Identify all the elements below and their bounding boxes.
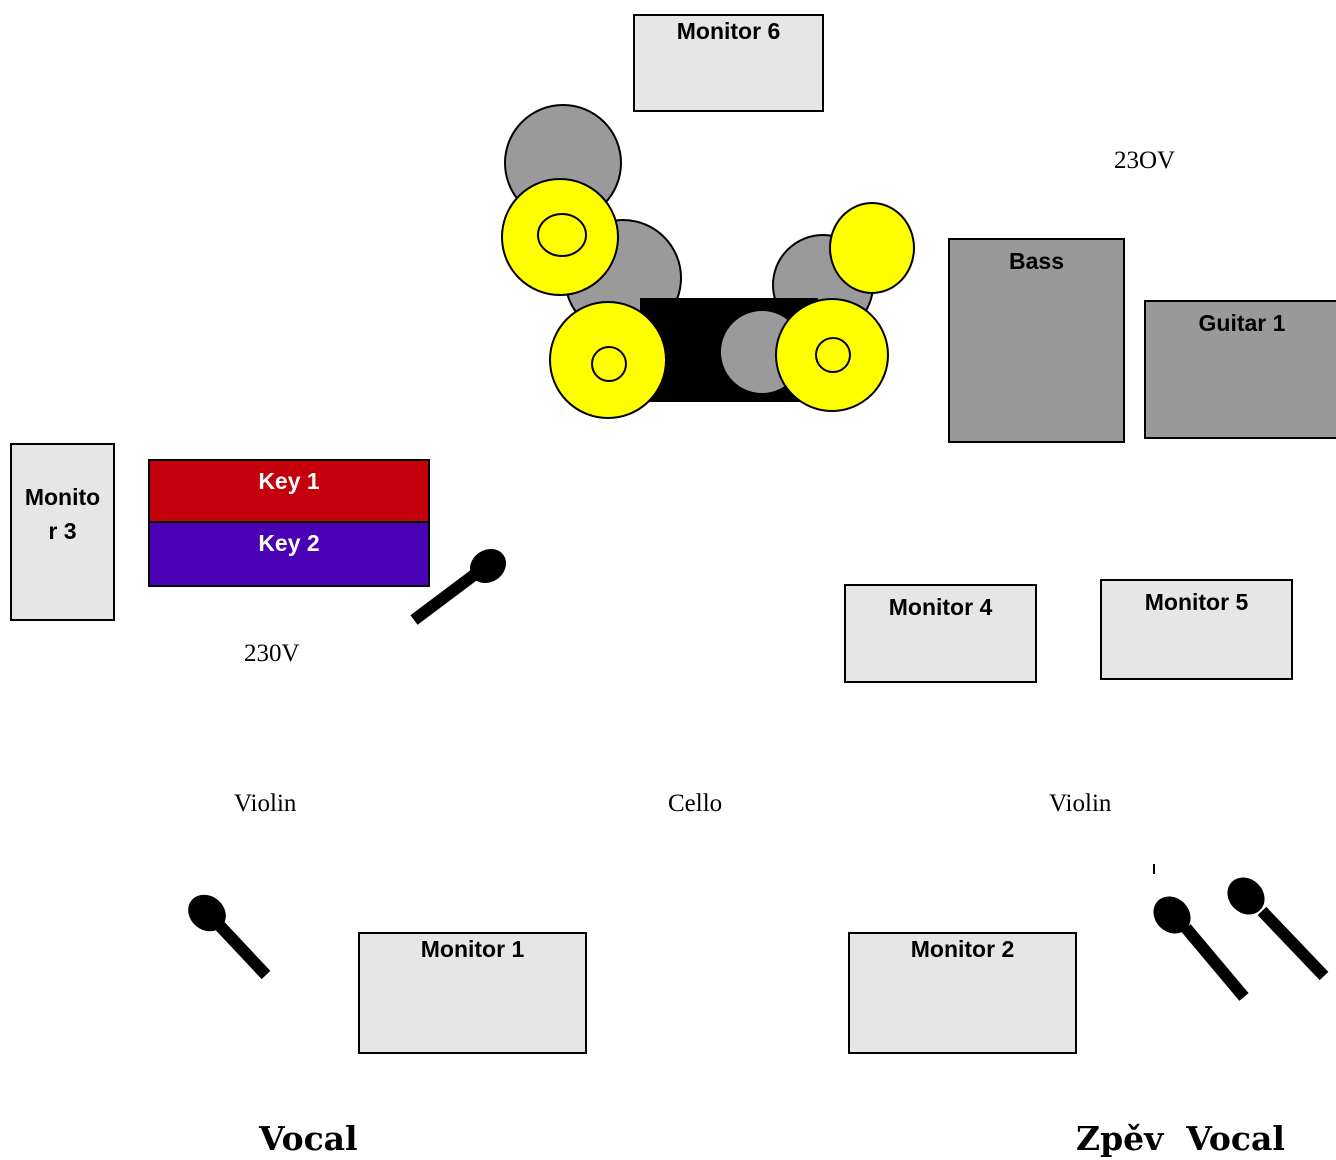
cymbal-icon (829, 202, 915, 294)
monitor-4-label: Monitor 4 (888, 594, 993, 620)
monitor-6: Monitor 6 (633, 14, 824, 112)
drum-kit-icon (501, 104, 915, 419)
monitor-3: Monito r 3 (10, 443, 115, 621)
vocal-left-label: Vocal (259, 1119, 358, 1158)
monitor-4: Monitor 4 (844, 584, 1037, 683)
power-label-right: 23OV (1114, 147, 1176, 174)
bass-amp-label: Bass (1009, 248, 1064, 274)
bass-amp: Bass (948, 238, 1125, 443)
keyboard-1-label: Key 1 (258, 468, 320, 494)
monitor-1-label: Monitor 1 (420, 936, 525, 962)
power-label-left: 230V (244, 640, 300, 667)
monitor-2-label: Monitor 2 (910, 936, 1015, 962)
keyboard-2-label: Key 2 (258, 530, 320, 556)
keyboard-2: Key 2 (148, 521, 430, 587)
cymbal-icon (775, 298, 889, 412)
monitor-5-label: Monitor 5 (1144, 589, 1249, 615)
cymbal-icon (501, 178, 619, 296)
guitar-amp-label: Guitar 1 (1198, 310, 1286, 336)
microphone-icon (1153, 896, 1249, 1001)
monitor-6-label: Monitor 6 (676, 18, 781, 44)
keyboard-1: Key 1 (148, 459, 430, 523)
monitor-3-label: Monito r 3 (24, 483, 101, 545)
monitor-2: Monitor 2 (848, 932, 1077, 1054)
monitor-1: Monitor 1 (358, 932, 587, 1054)
violin-left-label: Violin (234, 790, 297, 817)
microphone-icon (410, 548, 507, 625)
cello-label: Cello (668, 790, 723, 817)
cymbal-icon (549, 301, 667, 419)
violin-right-label: Violin (1049, 790, 1112, 817)
microphone-icon (188, 894, 271, 980)
guitar-amp: Guitar 1 (1144, 300, 1336, 439)
monitor-5: Monitor 5 (1100, 579, 1293, 680)
microphone-icon (1227, 877, 1329, 981)
vocal-right-label: Zpěv Vocal (1076, 1119, 1285, 1158)
